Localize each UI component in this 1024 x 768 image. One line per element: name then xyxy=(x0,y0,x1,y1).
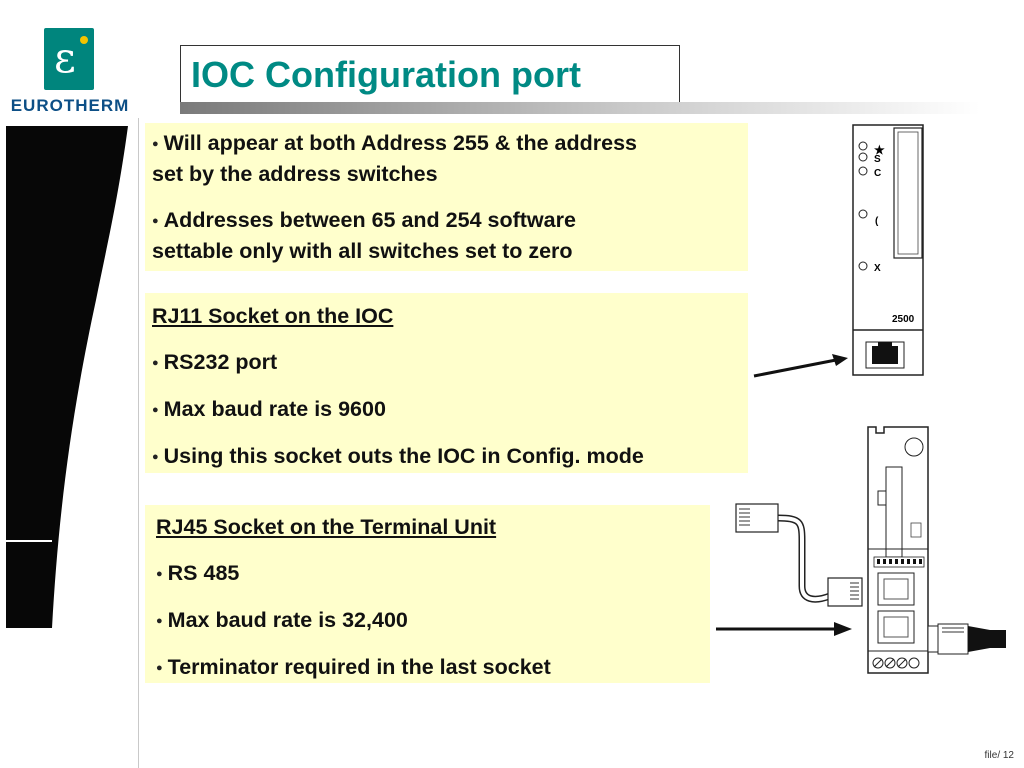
bullet-line: Max baud rate is 32,400 xyxy=(156,605,551,636)
rj45-socket-icon xyxy=(877,610,915,644)
led-label: X xyxy=(874,263,881,274)
bullet-text: RS232 port xyxy=(152,350,277,374)
rj45-terminator-plug-icon xyxy=(927,623,1006,655)
arrow-to-rj11-icon xyxy=(753,354,848,378)
left-decorative-band xyxy=(6,126,128,628)
bullet-line: RS232 port xyxy=(152,347,644,378)
title-rule xyxy=(180,102,980,114)
bullet-line: Terminator required in the last socket xyxy=(156,652,551,683)
epsilon-glyph-icon: ε xyxy=(54,33,76,82)
panel-rj11-socket: RJ11 Socket on the IOC RS232 port Max ba… xyxy=(145,293,748,473)
title-box: IOC Configuration port xyxy=(180,45,680,104)
led-label: ( xyxy=(875,216,879,227)
dip-switches xyxy=(873,556,925,568)
bullet-text: Will appear at both Address 255 & the ad… xyxy=(152,131,637,155)
panel-address-info: Will appear at both Address 255 & the ad… xyxy=(145,123,748,271)
rj45-cable-icon xyxy=(735,503,863,607)
bullet-line-cont: set by the address switches xyxy=(152,162,438,186)
bullet-line: RS 485 xyxy=(156,558,551,589)
arrow-to-rj45-icon xyxy=(716,622,852,636)
svg-text:★: ★ xyxy=(874,143,885,157)
led-indicators xyxy=(858,141,868,271)
led-label: C xyxy=(874,168,881,179)
bullet-text: Max baud rate is 9600 xyxy=(152,397,386,421)
page-title: IOC Configuration port xyxy=(191,54,581,95)
bullet-text: Addresses between 65 and 254 software xyxy=(152,208,576,232)
bullet-text: Max baud rate is 32,400 xyxy=(156,608,408,632)
led-label: S xyxy=(874,154,881,165)
bullet-text: RS 485 xyxy=(156,561,239,585)
panel-rj45-socket: RJ45 Socket on the Terminal Unit RS 485 … xyxy=(145,505,710,683)
rj45-socket-icon xyxy=(877,572,915,606)
bullet-line: Will appear at both Address 255 & the ad… xyxy=(152,128,637,159)
terminal-unit-diagram xyxy=(867,426,929,674)
model-label: 2500 xyxy=(892,314,915,325)
panel-heading: RJ45 Socket on the Terminal Unit xyxy=(156,515,497,539)
bullet-text: Terminator required in the last socket xyxy=(156,655,551,679)
rj11-socket-icon xyxy=(872,342,898,364)
bullet-line: Using this socket outs the IOC in Config… xyxy=(152,441,644,472)
panel-heading: RJ11 Socket on the IOC xyxy=(152,304,394,328)
bullet-line: Addresses between 65 and 254 software xyxy=(152,205,637,236)
bullet-text: Using this socket outs the IOC in Config… xyxy=(152,444,644,468)
eurotherm-logo-icon: ε xyxy=(44,28,94,90)
terminal-screws xyxy=(872,657,920,669)
vertical-divider xyxy=(138,118,139,768)
bullet-line-cont: settable only with all switches set to z… xyxy=(152,239,573,263)
bullet-line: Max baud rate is 9600 xyxy=(152,394,644,425)
ioc-module-diagram: ★ S C ( X 2500 xyxy=(852,124,924,376)
brand-name: EUROTHERM xyxy=(10,96,130,115)
logo-dot-icon xyxy=(80,36,88,44)
page-footer: file/ 12 xyxy=(984,750,1014,761)
